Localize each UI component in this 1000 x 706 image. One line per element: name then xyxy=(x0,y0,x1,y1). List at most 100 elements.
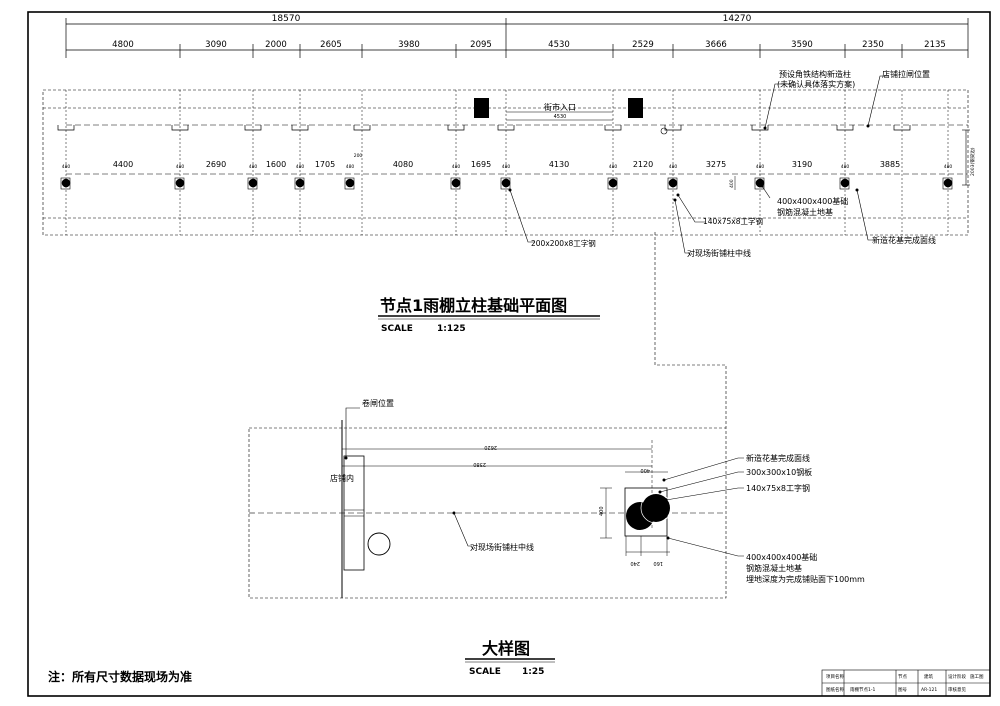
detail-column-right xyxy=(642,494,670,522)
callout-base-400: 400x400x400基础 xyxy=(777,196,848,206)
plan-scale-value: 1:125 xyxy=(437,324,466,334)
dim-top: 2529 xyxy=(632,40,654,50)
plan-leader-dots xyxy=(508,124,870,202)
column-marker: 480 xyxy=(756,164,765,170)
callout-i-beam-200: 200x200x8工字钢 xyxy=(531,238,596,248)
column-base: 480 xyxy=(839,164,850,190)
plan-title: 节点1雨棚立柱基础平面图 xyxy=(380,296,567,315)
callout-street-center: 对现场街铺柱中线 xyxy=(687,248,751,258)
dim-column: 1705 xyxy=(315,160,335,169)
column-base: 480 xyxy=(174,164,185,190)
column-marker: 480 xyxy=(841,164,850,170)
detail-title: 大样图 xyxy=(482,639,530,658)
detail-callout-steel-plate: 300x300x10钢板 xyxy=(746,467,812,477)
dim-column: 3190 xyxy=(792,160,812,169)
column-base: 480 xyxy=(450,164,460,190)
detail-callout-base-sub: 钢筋混凝土地基 xyxy=(746,563,802,573)
tb-review: 审核意见 xyxy=(948,686,966,693)
tb-stage: 施工图 xyxy=(970,673,984,680)
dim-column: 1600 xyxy=(266,160,286,169)
side-dim: 2003(钢梁边) xyxy=(969,147,976,176)
dim-240: 240 xyxy=(630,560,640,566)
column-marker: 480 xyxy=(944,164,953,170)
pillar-block xyxy=(474,98,489,118)
top-dimension-chain xyxy=(65,18,969,58)
dim-column: 1695 xyxy=(471,160,491,169)
callout-preset-angle-steel: 预设角铁结构新造柱 xyxy=(779,69,851,79)
detail-callout-base: 400x400x400基础 xyxy=(746,552,817,562)
dim-top: 4800 xyxy=(112,40,134,50)
tb-drawing-name-label: 图纸名称 xyxy=(826,686,844,693)
dim-top: 3980 xyxy=(398,40,420,50)
dim-column: 2690 xyxy=(206,160,226,169)
top-dims: 4800 3090 2000 2605 3980 2095 4530 2529 … xyxy=(112,40,946,50)
dim-2380: 2380 xyxy=(473,461,486,467)
dim-2620: 2620 xyxy=(484,444,497,450)
plan-view xyxy=(42,89,970,236)
small-dim-200: 200 xyxy=(354,153,363,159)
dimension-note: 注：所有尺寸数据现场为准 xyxy=(48,669,192,684)
detail-callout-i-beam: 140x75x8工字钢 xyxy=(746,483,810,493)
dim-400-v: 400 xyxy=(599,506,605,516)
plan-scale-label: SCALE xyxy=(381,324,413,334)
overall-dim-left: 18570 xyxy=(272,14,301,24)
tb-discipline: 建筑 xyxy=(924,673,933,680)
overall-dim-right: 14270 xyxy=(723,14,752,24)
column-marker: 480 xyxy=(296,164,305,170)
dim-column: 3885 xyxy=(880,160,900,169)
dim-top: 2095 xyxy=(470,40,492,50)
column-base: 480 xyxy=(60,164,70,190)
tb-drawing-no-label: 图号 xyxy=(898,687,907,693)
column-marker: 480 xyxy=(176,164,185,170)
label-shop-inside: 店铺内 xyxy=(330,473,354,483)
detail-leader-dots xyxy=(344,456,670,540)
column-marker: 480 xyxy=(249,164,258,170)
callout-flowerbed-line: 新造花基完成面线 xyxy=(872,235,936,245)
entrance-dim: 4530 xyxy=(554,114,567,120)
column-marker: 480 xyxy=(502,164,511,170)
column-base: 480 xyxy=(344,164,355,190)
dim-column: 3275 xyxy=(706,160,726,169)
column-marker: 480 xyxy=(609,164,618,170)
dim-top: 3090 xyxy=(205,40,227,50)
dim-column: 4080 xyxy=(393,160,413,169)
column-bases: 480 480 480 480 480 480 480 480 480 480 … xyxy=(60,164,953,190)
dim-top: 2000 xyxy=(265,40,287,50)
column-base: 480 xyxy=(294,164,305,190)
callout-i-beam-140: 140x75x8工字钢 xyxy=(703,216,763,226)
column-marker: 480 xyxy=(669,164,678,170)
dim-top: 3666 xyxy=(705,40,727,50)
dim-top: 4530 xyxy=(548,40,570,50)
tb-stage-label: 设计阶段 xyxy=(948,673,966,680)
tb-node: 节点 xyxy=(898,674,907,680)
dim-top: 2350 xyxy=(862,40,884,50)
column-base: 480 xyxy=(607,164,618,190)
dim-400-h: 400 xyxy=(640,467,650,473)
callout-base-400-sub: 钢筋混凝土地基 xyxy=(777,207,833,217)
dim-top: 2605 xyxy=(320,40,342,50)
column-base: 480 xyxy=(667,164,678,190)
tb-project-label: 项目名称 xyxy=(826,673,844,680)
dim-top: 3590 xyxy=(791,40,813,50)
dim-160: 160 xyxy=(653,560,663,566)
tb-drawing-no: AR-121 xyxy=(921,687,937,693)
column-marker: 480 xyxy=(346,164,355,170)
tb-drawing-name: 雨棚节点1-1 xyxy=(850,686,875,693)
detail-callout-flowerbed: 新造花基完成面线 xyxy=(746,453,810,463)
dim-column: 2120 xyxy=(633,160,653,169)
title-block xyxy=(821,669,991,697)
detail-scale-value: 1:25 xyxy=(522,667,544,677)
column-base: 480 xyxy=(500,164,511,190)
sheet-border xyxy=(27,11,991,697)
column-dims: 4400 2690 1600 1705 4080 1695 4130 2120 … xyxy=(113,160,900,169)
dim-column: 4130 xyxy=(549,160,569,169)
pillar-block xyxy=(628,98,643,118)
detail-callout-street-center: 对现场街铺柱中线 xyxy=(470,542,534,552)
title-block-text: 项目名称 节点 建筑 设计阶段 施工图 图纸名称 雨棚节点1-1 图号 AR-1… xyxy=(826,673,984,693)
detail-column-ring xyxy=(640,492,672,524)
detail-callout-base-depth: 埋地深度为完成铺贴面下100mm xyxy=(746,574,865,584)
callout-preset-note: (未确认具体落实方案) xyxy=(777,79,855,89)
plan-leaders xyxy=(509,75,888,428)
vertical-dim-400: 400 xyxy=(729,179,735,188)
